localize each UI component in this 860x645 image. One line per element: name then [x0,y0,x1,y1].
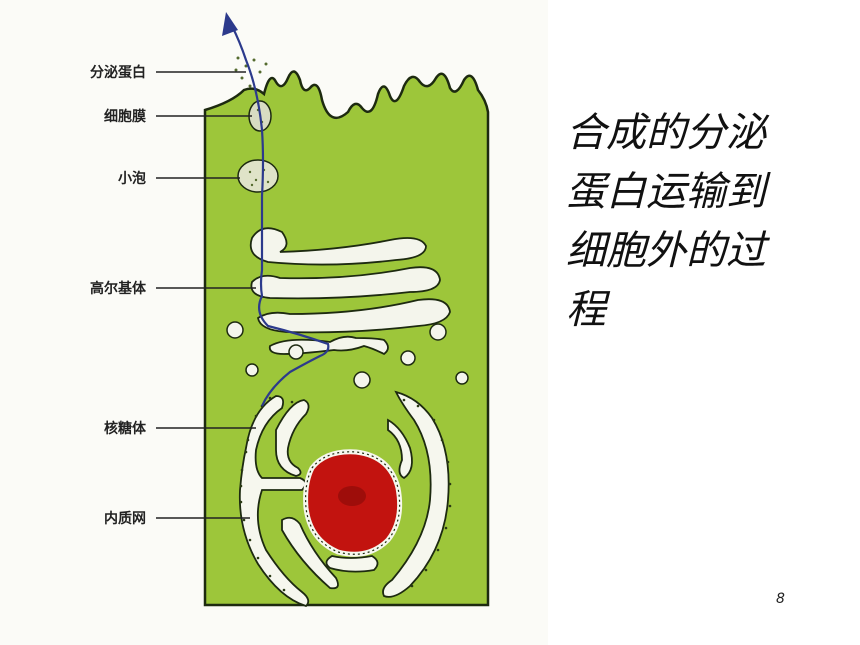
pathway-arrow [231,25,330,407]
label-secreted-protein: 分泌蛋白 [90,64,146,81]
label-golgi: 高尔基体 [90,280,147,297]
title-line: 程 [566,287,606,333]
label-ribosome: 核糖体 [104,420,147,437]
label-er: 内质网 [104,510,146,527]
cell-diagram: 分泌蛋白 细胞膜 小泡 高尔基体 核糖体 内质网 [90,12,490,608]
title-line: 细胞外的过 [566,228,766,274]
title-line: 合成的分泌 [566,110,766,156]
small-vesicles [226,321,469,389]
arrow-head [222,12,238,36]
page-number: 8 [776,591,785,607]
transport-vesicle [237,159,279,193]
label-cell-membrane: 细胞膜 [104,108,146,125]
label-vesicle: 小泡 [118,170,146,187]
secreted-protein-dots [234,56,268,88]
slide-title: 合成的分泌 蛋白运输到 细胞外的过 程 [566,104,826,340]
nucleolus [338,486,366,506]
endoplasmic-reticulum [238,390,450,608]
nucleus [303,449,403,557]
leader-lines [156,71,256,519]
title-line: 蛋白运输到 [566,169,766,215]
